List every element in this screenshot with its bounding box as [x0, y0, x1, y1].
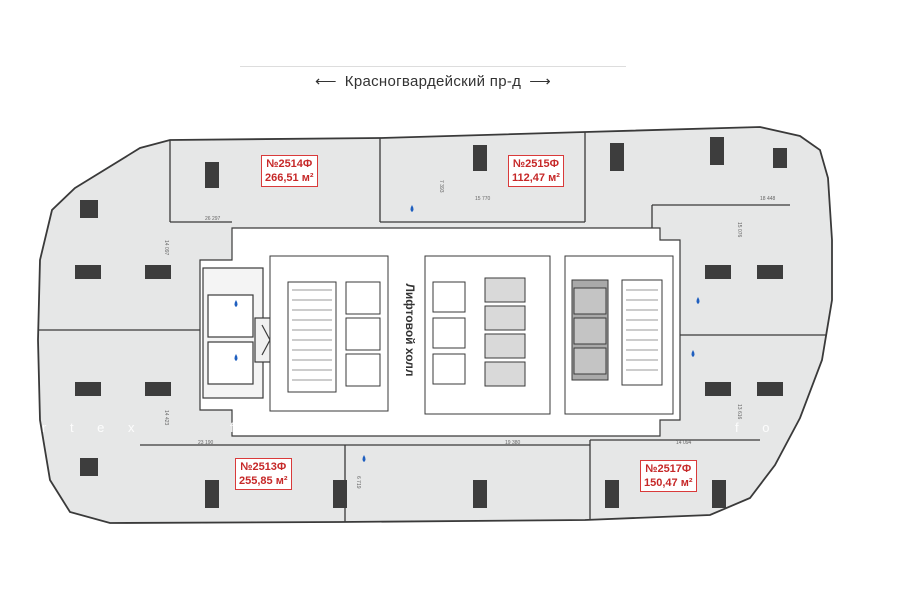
- unit-2515-label[interactable]: №2515Ф 112,47 м²: [508, 155, 564, 187]
- dimension-labels: 26 297 14 097 7 393 15 770 18 448 15 076…: [163, 180, 776, 489]
- dimension-text: 6 719: [355, 476, 361, 489]
- column: [205, 162, 219, 188]
- column: [80, 200, 98, 218]
- unit-number: №2514Ф: [266, 158, 313, 170]
- column: [473, 480, 487, 508]
- unit-2514-label[interactable]: №2514Ф 266,51 м²: [261, 155, 318, 187]
- water-drop-icon: [362, 455, 366, 462]
- unit-2517-label[interactable]: №2517Ф 150,47 м²: [640, 460, 697, 492]
- water-drop-icon: [691, 350, 695, 357]
- column: [473, 145, 487, 171]
- unit-area: 112,47 м²: [512, 172, 560, 184]
- column: [710, 137, 724, 165]
- lift-hall-label: Лифтовой холл: [403, 283, 417, 376]
- unit-number: №2517Ф: [645, 463, 692, 475]
- column: [145, 265, 171, 279]
- column: [80, 458, 98, 476]
- dimension-text: 14 097: [163, 240, 169, 256]
- dimension-text: 14 423: [163, 410, 169, 426]
- dimension-text: 7 393: [438, 180, 444, 193]
- water-drop-icon: [410, 205, 414, 212]
- unit-area: 255,85 м²: [239, 475, 288, 487]
- unit-2513-label[interactable]: №2513Ф 255,85 м²: [235, 458, 292, 490]
- stair-left: [269, 255, 389, 412]
- street-banner: ⟵ Красногвардейский пр-д ⟶: [240, 66, 626, 95]
- water-drop-icon: [696, 297, 700, 304]
- column: [145, 382, 171, 396]
- column: [705, 265, 731, 279]
- unit-area: 150,47 м²: [644, 477, 693, 489]
- dimension-text: 14 094: [676, 440, 692, 446]
- column: [712, 480, 726, 508]
- column: [610, 143, 624, 171]
- arrow-left-icon: ⟵: [314, 73, 337, 90]
- unit-number: №2515Ф: [512, 158, 560, 170]
- unit-area: 266,51 м²: [265, 172, 314, 184]
- column: [605, 480, 619, 508]
- unit-number: №2513Ф: [240, 461, 287, 473]
- watermark-text: r t e x: [42, 420, 145, 435]
- column: [75, 382, 101, 396]
- column: [757, 382, 783, 396]
- water-drop-icon: [234, 300, 238, 307]
- left-service-block: [202, 267, 286, 399]
- column: [75, 265, 101, 279]
- watermark-text: f o: [735, 420, 780, 435]
- dimension-text: 13 616: [736, 404, 742, 420]
- water-drop-icon: [234, 354, 238, 361]
- dimension-text: 26 297: [205, 216, 221, 222]
- water-points: [234, 205, 700, 462]
- column: [757, 265, 783, 279]
- street-name: Красногвардейский пр-д: [344, 72, 522, 90]
- watermark-text: f o: [230, 420, 275, 435]
- column: [705, 382, 731, 396]
- dimension-text: 15 076: [736, 222, 742, 238]
- arrow-right-icon: ⟶: [529, 73, 552, 90]
- column: [773, 148, 787, 168]
- dimension-text: 18 448: [760, 196, 776, 202]
- columns: [75, 137, 787, 508]
- dimension-text: 19 380: [505, 440, 521, 446]
- column: [333, 480, 347, 508]
- elevator-bank-right: [564, 255, 674, 415]
- column: [205, 480, 219, 508]
- elevator-bank-middle: [424, 255, 551, 415]
- dimension-text: 15 770: [475, 196, 491, 202]
- dimension-text: 23 190: [198, 440, 214, 446]
